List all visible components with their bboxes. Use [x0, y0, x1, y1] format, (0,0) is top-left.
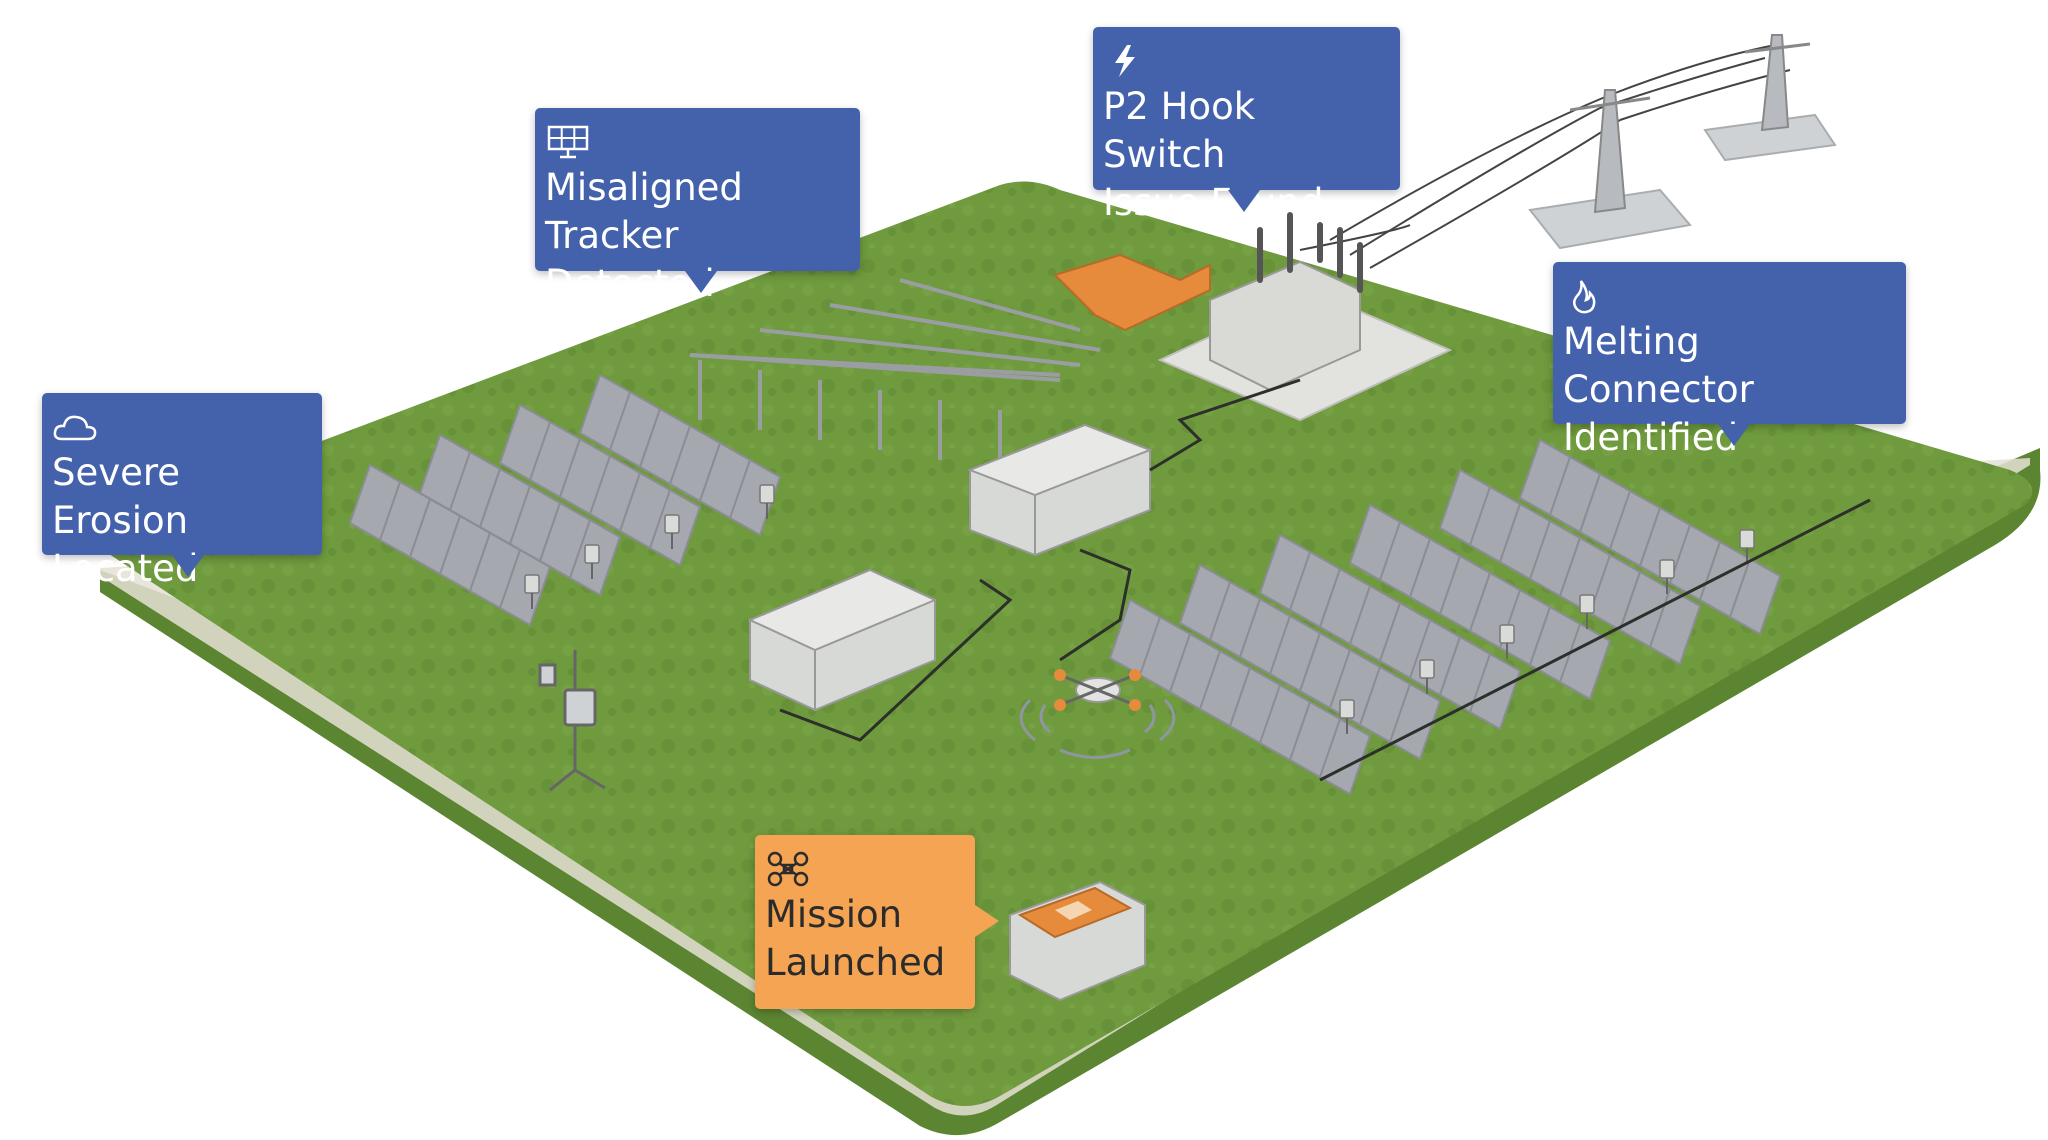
drone-in-flight — [1019, 669, 1176, 759]
substation — [1157, 212, 1453, 422]
callout-label: P2 Hook Switch Issue Found — [1103, 85, 1324, 224]
callout-label: Melting Connector Identified — [1563, 320, 1754, 459]
solar-panel-icon — [547, 125, 589, 159]
orange-structure — [1053, 253, 1211, 332]
drone-icon — [767, 851, 809, 887]
battery-cabinet — [747, 568, 938, 712]
weather-station — [538, 650, 606, 792]
tracker-rows — [689, 278, 1101, 470]
inverter-cabinet-center — [967, 423, 1153, 557]
cloud-icon — [53, 415, 97, 441]
flame-icon — [1573, 280, 1596, 314]
callout-misaligned-tracker[interactable]: Misaligned Tracker Detected — [535, 108, 860, 305]
tower-far — [1703, 34, 1837, 162]
cabling — [779, 378, 1871, 782]
drone-dock — [1009, 880, 1146, 1002]
callout-severe-erosion[interactable]: Severe Erosion Located — [42, 393, 322, 590]
callout-label: Mission Launched — [765, 893, 946, 984]
callout-mission-launched[interactable]: Mission Launched — [755, 835, 999, 1009]
callout-melting-connector[interactable]: Melting Connector Identified — [1553, 262, 1906, 459]
tower-near — [1528, 89, 1692, 250]
callout-hook-switch[interactable]: P2 Hook Switch Issue Found — [1093, 27, 1400, 224]
lightning-bolt-icon — [1115, 45, 1135, 77]
